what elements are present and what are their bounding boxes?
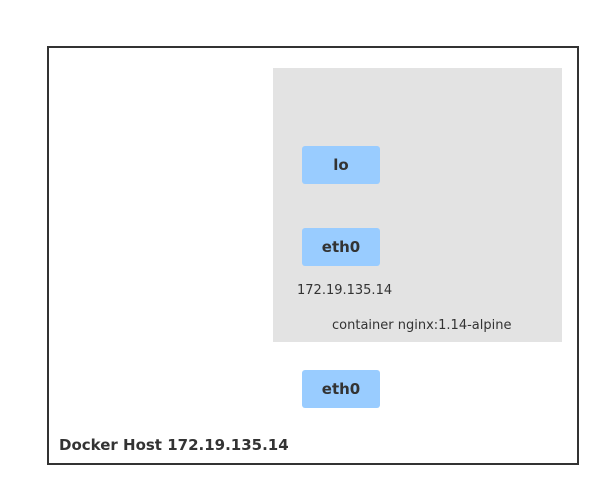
container-name-label: container nginx:1.14-alpine [332, 318, 512, 333]
container-box [273, 68, 562, 342]
container-ip-label: 172.19.135.14 [297, 283, 393, 298]
host-eth0-interface: eth0 [302, 370, 380, 408]
container-lo-label: lo [333, 156, 349, 174]
host-eth0-label: eth0 [321, 380, 361, 398]
docker-host-label: Docker Host 172.19.135.14 [59, 436, 289, 454]
container-eth0-label: eth0 [321, 238, 361, 256]
container-lo-interface: lo [302, 146, 380, 184]
container-eth0-interface: eth0 [302, 228, 380, 266]
